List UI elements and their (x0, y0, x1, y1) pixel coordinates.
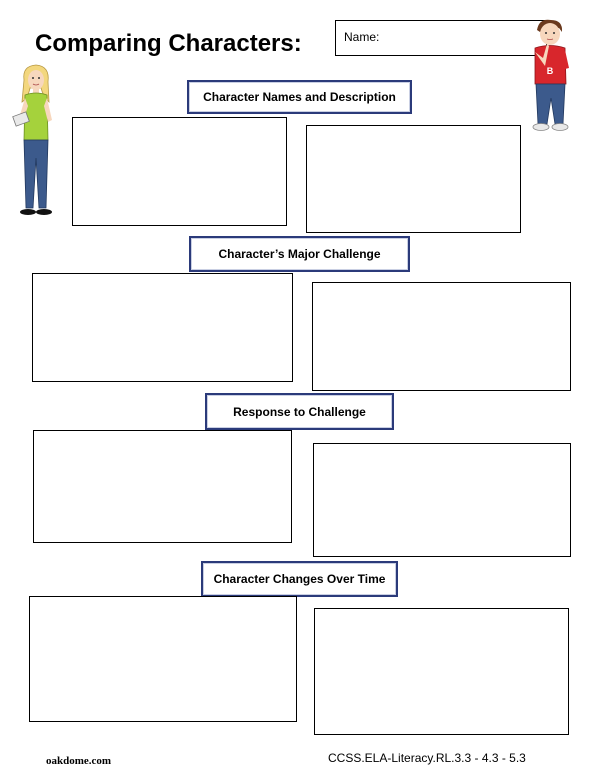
character-2-changes-box[interactable] (314, 608, 569, 735)
character-1-challenge-box[interactable] (32, 273, 293, 382)
footer-standard: CCSS.ELA-Literacy.RL.3.3 - 4.3 - 5.3 (328, 751, 526, 765)
section-label-major-challenge: Character’s Major Challenge (189, 236, 410, 272)
section-label-text: Response to Challenge (233, 404, 366, 419)
character-1-response-box[interactable] (33, 430, 292, 543)
section-label-response: Response to Challenge (205, 393, 394, 430)
girl-character-illustration (12, 64, 52, 215)
character-2-names-box[interactable] (306, 125, 521, 233)
section-label-text: Character Changes Over Time (213, 572, 386, 586)
section-label-names-description: Character Names and Description (187, 80, 412, 114)
boy-character-illustration: B (532, 19, 569, 131)
name-label: Name: (344, 30, 380, 44)
svg-text:B: B (547, 66, 554, 76)
name-field[interactable]: Name: (335, 20, 547, 56)
page-title: Comparing Characters: (35, 30, 302, 57)
section-label-text: Character Names and Description (203, 90, 396, 104)
footer-site: oakdome.com (46, 755, 112, 767)
section-label-changes: Character Changes Over Time (201, 561, 398, 597)
section-label-text: Character’s Major Challenge (218, 247, 381, 261)
character-1-changes-box[interactable] (29, 596, 297, 722)
character-2-response-box[interactable] (313, 443, 571, 557)
character-2-challenge-box[interactable] (312, 282, 571, 391)
character-1-names-box[interactable] (72, 117, 287, 226)
